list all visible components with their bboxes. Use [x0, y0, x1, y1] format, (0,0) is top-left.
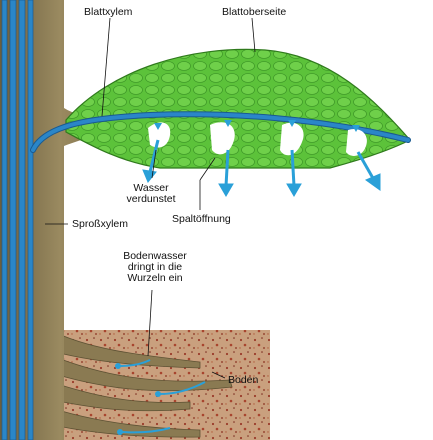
soil-water-arrows	[119, 359, 206, 434]
label-leader-lines	[45, 17, 256, 379]
label-wasser-verdunstet: Wasser verdunstet	[116, 183, 186, 205]
label-bodenwasser: Bodenwasser dringt in die Wurzeln ein	[110, 251, 200, 284]
leaf-flow-arrows	[154, 120, 360, 132]
label-wasser-line1: Wasser	[133, 182, 169, 194]
label-spaltoeffnung: Spaltöffnung	[172, 213, 231, 225]
label-blattoberseite: Blattoberseite	[222, 6, 287, 18]
label-bodenwasser-line2: dringt in die	[127, 261, 183, 273]
label-bodenwasser-line3: Wurzeln ein	[127, 272, 183, 284]
stem-xylem-vessels	[1, 0, 34, 440]
label-blattxylem: Blattxylem	[84, 6, 133, 18]
label-boden: Boden	[228, 374, 259, 386]
roots	[39, 329, 233, 438]
label-bodenwasser-line1: Bodenwasser	[123, 250, 187, 262]
label-wasser-line2: verdunstet	[126, 193, 176, 205]
leaf-air-spaces	[148, 122, 367, 156]
label-sprossxylem: Sproßxylem	[72, 218, 129, 230]
